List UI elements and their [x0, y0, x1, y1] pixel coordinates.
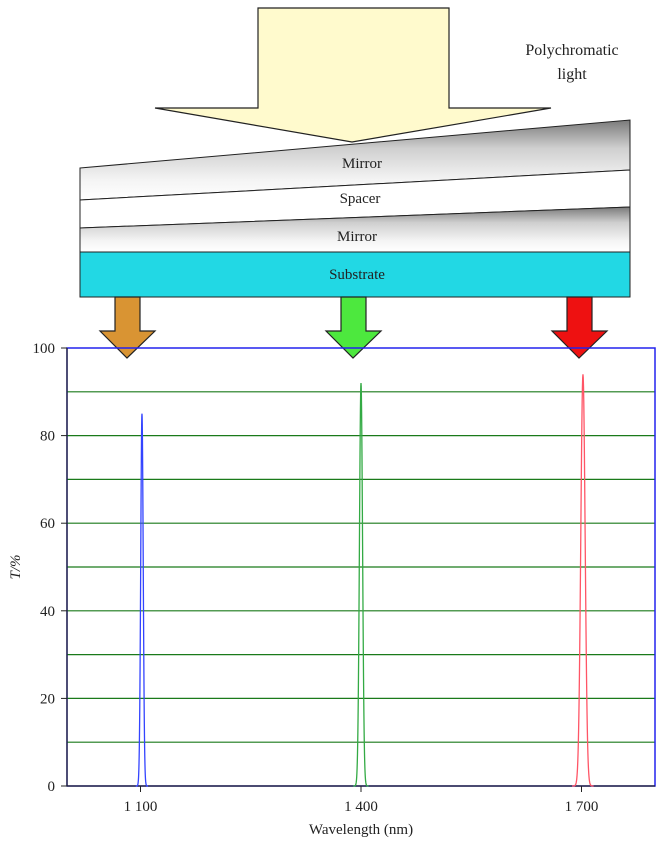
y-tick-labels: 0 20 40 60 80 100 [33, 341, 67, 795]
polychromatic-label: Polychromatic [525, 42, 618, 59]
transmission-chart: 0 20 40 60 80 100 1 100 1 400 1 700 Wavelength … [8, 341, 656, 838]
transmission-peaks [135, 374, 594, 787]
y-tick-label-40: 40 [40, 604, 55, 620]
x-tick-label-1700: 1 700 [565, 799, 599, 815]
x-tick-label-1100: 1 100 [124, 799, 158, 815]
y-axis-label: T/% [8, 554, 24, 579]
peak-1102 [135, 413, 149, 787]
y-tick-label-20: 20 [40, 691, 55, 707]
spacer-label: Spacer [340, 191, 381, 207]
bottom-mirror-label: Mirror [337, 229, 377, 245]
y-tick-label-80: 80 [40, 429, 55, 445]
x-tick-labels: 1 100 1 400 1 700 [124, 786, 599, 815]
grid-lines [67, 391, 655, 743]
x-tick-label-1400: 1 400 [344, 799, 378, 815]
output-arrow-1700 [550, 296, 609, 359]
output-arrow-1100 [98, 296, 157, 359]
output-arrow-1400 [324, 296, 383, 359]
y-tick-label-60: 60 [40, 516, 55, 532]
substrate-label: Substrate [329, 267, 385, 283]
polychromatic-light-arrow [154, 7, 552, 143]
light-label: light [557, 66, 587, 83]
peak-1400 [353, 382, 369, 787]
y-tick-label-0: 0 [48, 779, 56, 795]
y-tick-label-100: 100 [33, 341, 56, 357]
substrate-layer [79, 251, 631, 298]
top-mirror-label: Mirror [342, 156, 382, 172]
peak-1702 [572, 374, 594, 787]
x-axis-label: Wavelength (nm) [309, 822, 413, 838]
